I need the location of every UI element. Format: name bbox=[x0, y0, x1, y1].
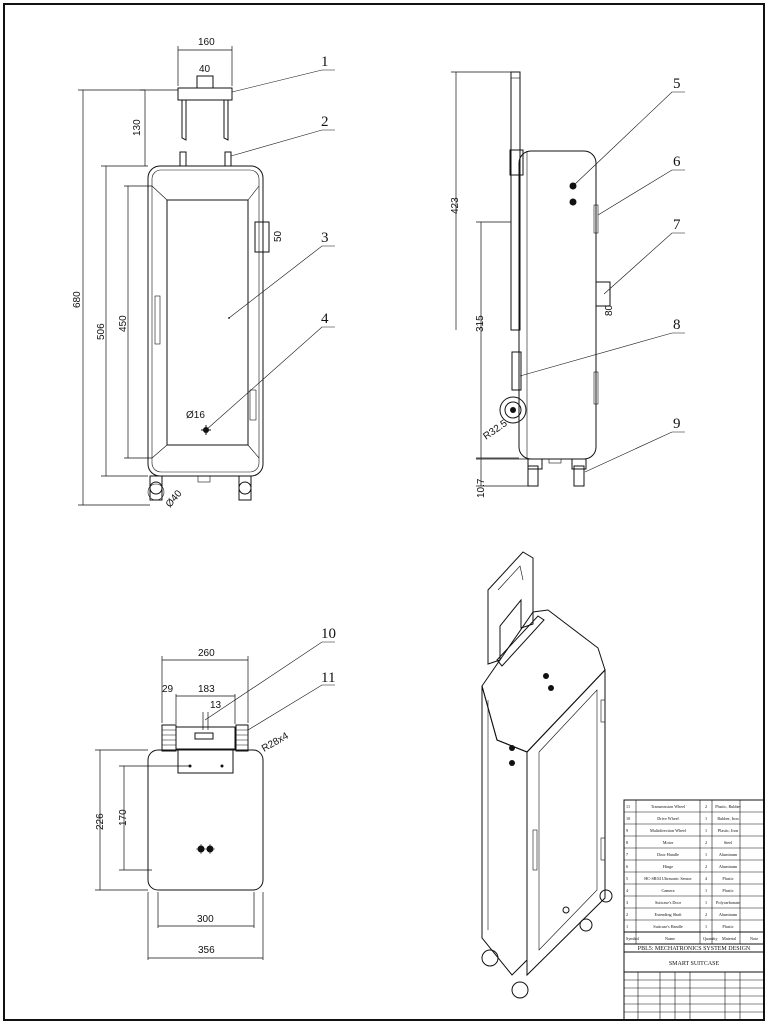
bom-cell-symbol: 6 bbox=[626, 864, 628, 869]
dim-top-depth: 226 bbox=[95, 813, 106, 830]
dim-side-ground-clearance: 10.7 bbox=[476, 478, 487, 498]
bom-cell-symbol: 7 bbox=[626, 852, 628, 857]
bom-cell-name: Extending Shaft bbox=[654, 912, 682, 917]
dim-top-grip: 13 bbox=[210, 700, 222, 711]
bom-cell-qty: 2 bbox=[705, 864, 707, 869]
callout-1: 1 bbox=[321, 54, 329, 70]
dim-side-lower-height: 315 bbox=[475, 315, 486, 332]
callout-2: 2 bbox=[321, 114, 329, 130]
bom-cell-qty: 1 bbox=[705, 816, 707, 821]
callout-3: 3 bbox=[321, 230, 329, 246]
bom-cell-material: Plastic, Iron bbox=[718, 828, 739, 834]
bom-cell-material: Aluminum bbox=[719, 864, 738, 869]
dim-front-handle-height: 130 bbox=[132, 119, 143, 136]
dim-top-outer-width: 260 bbox=[198, 648, 215, 659]
bom-cell-symbol: 5 bbox=[626, 876, 628, 881]
bom-cell-qty: 2 bbox=[705, 912, 707, 917]
sheet-border bbox=[3, 3, 765, 1021]
bom-cell-name: Transmission Wheel bbox=[651, 804, 686, 809]
isometric-view bbox=[481, 551, 613, 999]
dim-side-handle-height: 423 bbox=[450, 197, 461, 214]
dim-front-handle-width: 160 bbox=[198, 37, 215, 48]
dim-front-total-height: 680 bbox=[72, 291, 83, 308]
bom-cell-material: Rubber, Iron bbox=[717, 816, 739, 822]
dim-top-inner-width: 300 bbox=[197, 914, 214, 925]
bom-cell-qty: 4 bbox=[705, 876, 708, 881]
bom-cell-name: Suitcase's Handle bbox=[653, 924, 683, 929]
bom-header-material: Material bbox=[722, 936, 737, 941]
bom-cell-qty: 1 bbox=[705, 852, 707, 857]
callout-9: 9 bbox=[673, 416, 681, 432]
bom-cell-material: Plastic, Rubber bbox=[715, 804, 741, 810]
bom-cell-qty: 2 bbox=[705, 840, 707, 845]
title-project: SMART SUITCASE bbox=[669, 961, 720, 967]
bom-cell-material: Plastic bbox=[722, 876, 733, 881]
bom-cell-name: Hinge bbox=[663, 864, 673, 869]
callout-11: 11 bbox=[321, 670, 335, 686]
top-view: 260 29 183 13 R28x4 226 170 300 356 10 1… bbox=[95, 626, 336, 960]
bom-cell-name: Door Handle bbox=[657, 852, 679, 857]
dim-front-hinge: 50 bbox=[273, 230, 284, 242]
dim-front-body-height: 506 bbox=[96, 323, 107, 340]
front-view: 160 40 130 680 506 450 50 Ø16 Ø40 1 2 3 … bbox=[72, 37, 335, 510]
bom-cell-name: Multidirection Wheel bbox=[650, 828, 687, 833]
bom-cell-symbol: 8 bbox=[626, 840, 628, 845]
bom-cell-name: Drive Wheel bbox=[657, 816, 679, 821]
bom-cell-material: Aluminum bbox=[719, 912, 738, 917]
dim-front-camera-dia: Ø16 bbox=[186, 410, 205, 421]
bom-cell-material: Polycarbonate bbox=[716, 900, 740, 905]
side-view: 423 315 80 R32.5 10.7 5 6 7 8 9 bbox=[450, 71, 685, 498]
callout-8: 8 bbox=[673, 317, 681, 333]
bom-cell-symbol: 3 bbox=[626, 900, 628, 905]
bom-cell-symbol: 4 bbox=[626, 888, 629, 893]
dim-top-shaft: 29 bbox=[162, 684, 174, 695]
callout-6: 6 bbox=[673, 154, 681, 170]
bom-cell-symbol: 1 bbox=[626, 924, 628, 929]
bom-cell-symbol: 9 bbox=[626, 828, 628, 833]
bom-cell-qty: 2 bbox=[705, 804, 707, 809]
bom-cell-qty: 1 bbox=[705, 924, 707, 929]
dim-side-handle-depth: 80 bbox=[604, 304, 615, 316]
bom-cell-qty: 1 bbox=[705, 900, 707, 905]
dim-side-wheel-radius: R32.5 bbox=[481, 418, 510, 443]
bom-cell-name: Suitcase's Door bbox=[655, 900, 682, 905]
dim-front-handle-grip: 40 bbox=[199, 64, 211, 75]
bom-cell-material: Aluminum bbox=[719, 852, 738, 857]
dim-top-handle-width: 183 bbox=[198, 684, 215, 695]
bom-cell-material: Plastic bbox=[722, 888, 733, 893]
bom-cell-symbol: 10 bbox=[626, 816, 630, 821]
bom-cell-material: Steel bbox=[724, 840, 733, 845]
bom-header-symbol: Symbol bbox=[626, 936, 640, 941]
bom-cell-name: HC-SR04 Ultrasonic Sensor bbox=[644, 876, 692, 881]
dim-top-corner-radius: R28x4 bbox=[260, 730, 291, 754]
bom-header-name: Name bbox=[665, 936, 675, 941]
callout-5: 5 bbox=[673, 76, 681, 92]
callout-7: 7 bbox=[673, 217, 681, 233]
bom-cell-name: Motor bbox=[663, 840, 674, 845]
bom-cell-symbol: 2 bbox=[626, 912, 628, 917]
title-course: PBL5: MECHATRONICS SYSTEM DESIGN bbox=[638, 946, 751, 952]
bom-header-quantity: Quantity bbox=[703, 936, 719, 941]
dim-top-outer-body: 356 bbox=[198, 945, 215, 956]
bom-cell-qty: 1 bbox=[705, 828, 707, 833]
dim-front-door-height: 450 bbox=[118, 315, 129, 332]
bom-cell-symbol: 11 bbox=[626, 804, 630, 809]
bom-cell-qty: 1 bbox=[705, 888, 707, 893]
bom-cell-material: Plastic bbox=[722, 924, 733, 929]
callout-4: 4 bbox=[321, 311, 329, 327]
dim-front-wheel-dia: Ø40 bbox=[164, 488, 185, 510]
bom-cell-name: Camera bbox=[661, 888, 674, 893]
callout-10: 10 bbox=[321, 626, 336, 642]
bom-header-note: Note bbox=[750, 936, 758, 941]
dim-top-inner-depth: 170 bbox=[118, 809, 129, 826]
